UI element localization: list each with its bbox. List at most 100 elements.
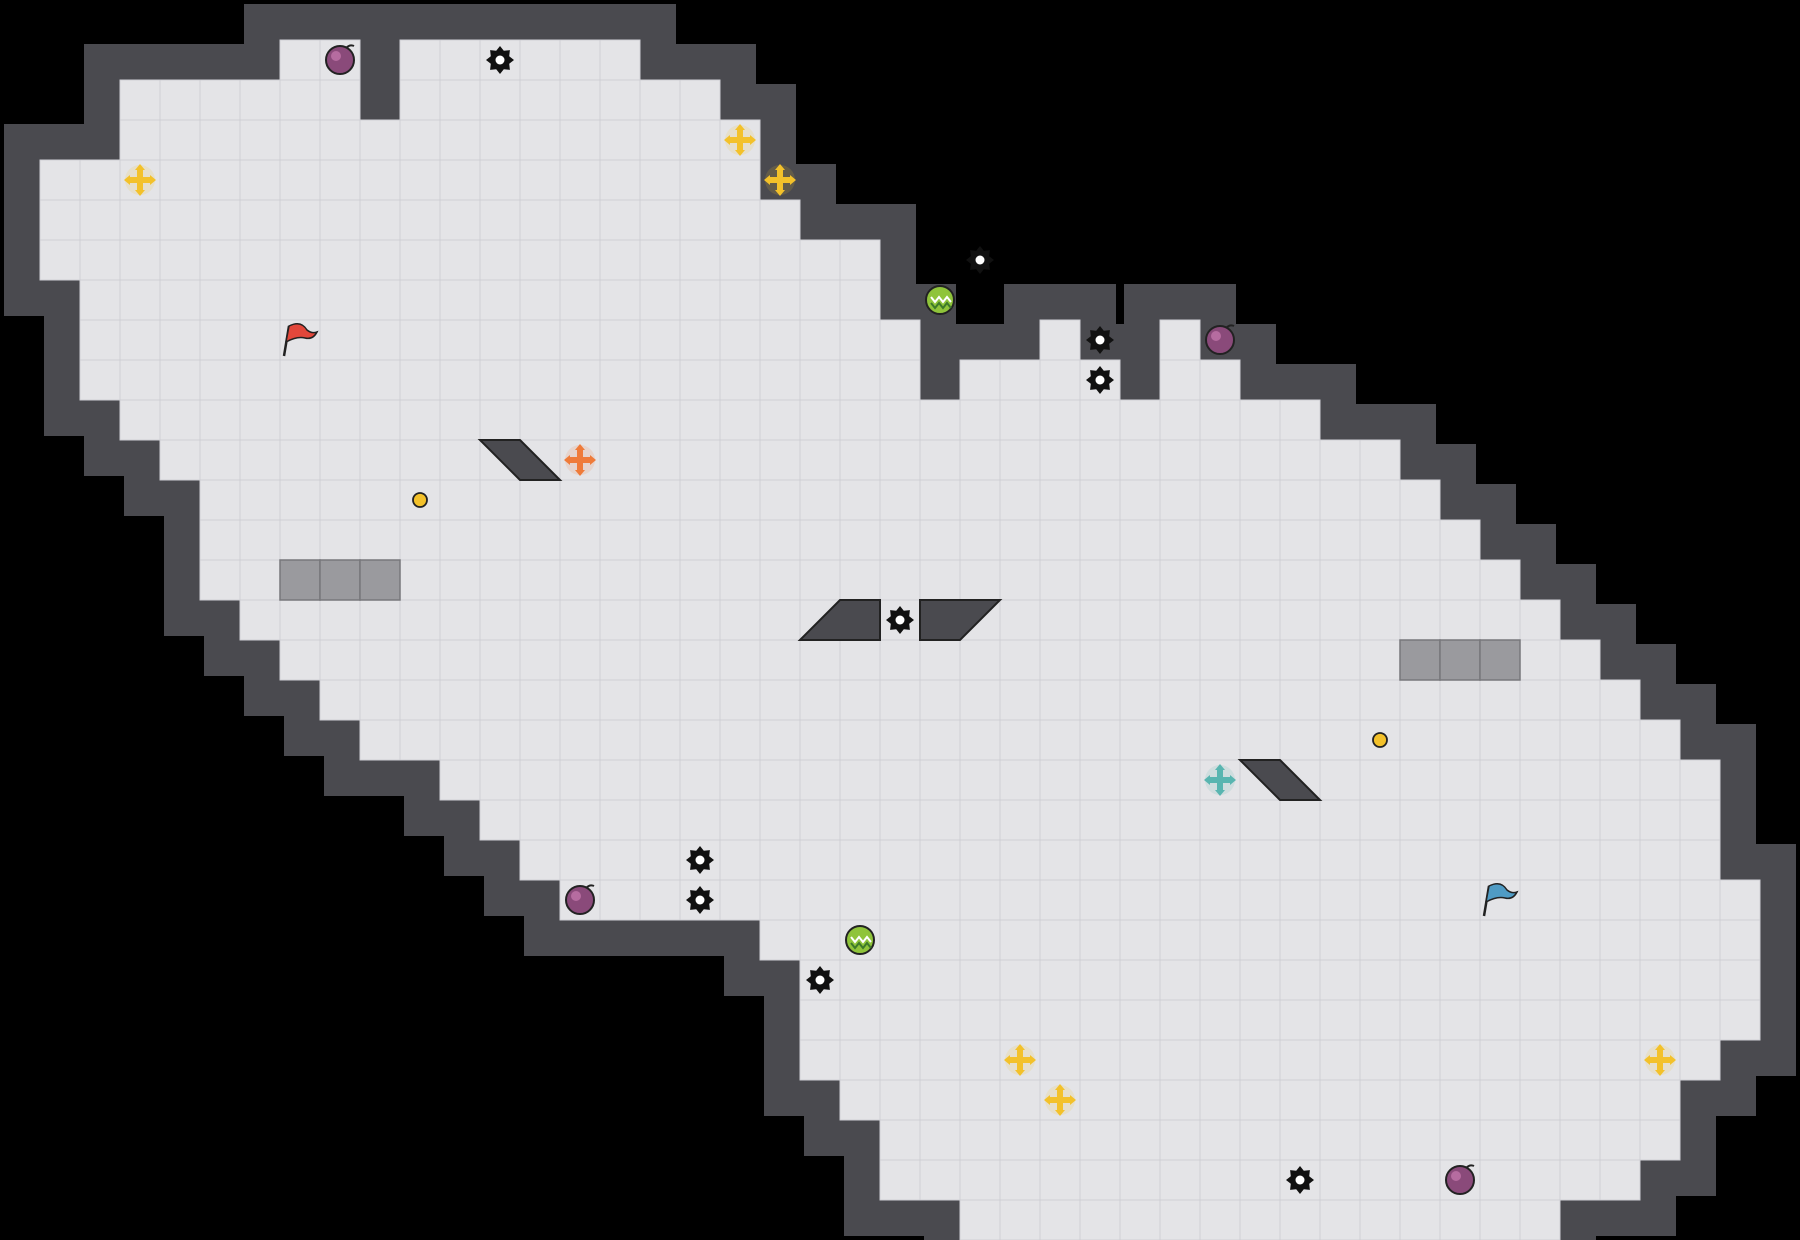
floor-tile [1359, 1079, 1401, 1121]
floor-tile [399, 559, 441, 601]
floor-tile [1279, 1119, 1321, 1161]
spike-icon[interactable] [966, 246, 994, 274]
floor-tile [679, 639, 721, 681]
floor-tile [1119, 1159, 1161, 1201]
powerup-icon[interactable] [1004, 1044, 1036, 1076]
floor-tile [1239, 639, 1281, 681]
floor-tile [1279, 679, 1321, 721]
floor-tile [1399, 599, 1441, 641]
red-flag-icon[interactable] [282, 323, 319, 357]
spike-icon[interactable] [1286, 1166, 1314, 1194]
powerup-icon[interactable] [764, 164, 796, 196]
floor-tile [359, 359, 401, 401]
bomb-icon[interactable] [1205, 324, 1235, 355]
floor-tile [759, 879, 801, 921]
powerup-icon[interactable] [1204, 764, 1236, 796]
floor-tile [1159, 919, 1201, 961]
floor-tile [1079, 879, 1121, 921]
floor-tile [439, 439, 481, 481]
floor-tile [559, 359, 601, 401]
floor-tile [1359, 959, 1401, 1001]
floor-tile [399, 199, 441, 241]
floor-tile [1439, 719, 1481, 761]
floor-tile [1039, 399, 1081, 441]
powerup-icon[interactable] [724, 124, 756, 156]
floor-tile [839, 1039, 881, 1081]
floor-tile [679, 319, 721, 361]
floor-tile [319, 159, 361, 201]
spike-icon[interactable] [1086, 366, 1114, 394]
floor-tile [1639, 1119, 1681, 1161]
floor-tile [1119, 879, 1161, 921]
floor-tile [279, 599, 321, 641]
boost-pad-icon[interactable] [925, 285, 955, 315]
floor-tile [359, 239, 401, 281]
floor-tile [1079, 519, 1121, 561]
spike-icon[interactable] [806, 966, 834, 994]
floor-tile [919, 639, 961, 681]
object-layer[interactable] [124, 44, 1676, 1195]
floor-tile [879, 479, 921, 521]
floor-tile [1399, 1119, 1441, 1161]
powerup-icon[interactable] [1644, 1044, 1676, 1076]
floor-tile [279, 79, 321, 121]
floor-tile [559, 319, 601, 361]
floor-tile [719, 879, 761, 921]
floor-tile [959, 559, 1001, 601]
floor-tile [1359, 879, 1401, 921]
spike-icon[interactable] [486, 46, 514, 74]
floor-tile [79, 279, 121, 321]
floor-tile [839, 799, 881, 841]
floor-tile [999, 1079, 1041, 1121]
floor-tile [1239, 799, 1281, 841]
floor-tile [519, 759, 561, 801]
floor-tile [279, 479, 321, 521]
floor-tile [1399, 759, 1441, 801]
bomb-icon[interactable] [1445, 1164, 1475, 1195]
spike-icon[interactable] [686, 846, 714, 874]
floor-tile [599, 839, 641, 881]
spike-icon[interactable] [886, 606, 914, 634]
floor-tile [959, 359, 1001, 401]
floor-tile [719, 839, 761, 881]
powerup-icon[interactable] [124, 164, 156, 196]
floor-tile [1679, 999, 1721, 1041]
floor-tile [1079, 1159, 1121, 1201]
floor-tile [839, 639, 881, 681]
floor-tile [1039, 359, 1081, 401]
floor-tile [1559, 879, 1601, 921]
grate-tile [319, 559, 361, 601]
floor-tile [1239, 479, 1281, 521]
floor-tile [839, 839, 881, 881]
bomb-icon[interactable] [325, 44, 355, 75]
floor-tile [1639, 879, 1681, 921]
floor-tile [119, 319, 161, 361]
blue-flag-icon[interactable] [1482, 883, 1519, 917]
floor-tile [1599, 1039, 1641, 1081]
powerup-icon[interactable] [1044, 1084, 1076, 1116]
floor-tile [479, 79, 521, 121]
bomb-icon[interactable] [565, 884, 595, 915]
floor-tile [639, 279, 681, 321]
powerup-icon[interactable] [564, 444, 596, 476]
floor-tile [999, 679, 1041, 721]
floor-tile [1199, 599, 1241, 641]
boost-pad-icon[interactable] [845, 925, 875, 955]
floor-tile [639, 159, 681, 201]
floor-tile [1159, 1159, 1201, 1201]
floor-tile [359, 519, 401, 561]
floor-tile [1359, 479, 1401, 521]
spike-icon[interactable] [686, 886, 714, 914]
floor-tile [999, 999, 1041, 1041]
spike-icon[interactable] [1086, 326, 1114, 354]
floor-tile [559, 679, 601, 721]
floor-tile [599, 599, 641, 641]
floor-tile [359, 639, 401, 681]
floor-tile [159, 239, 201, 281]
floor-tile [679, 199, 721, 241]
floor-tile [1159, 399, 1201, 441]
floor-tile [999, 639, 1041, 681]
floor-tile [1039, 879, 1081, 921]
floor-tile [439, 519, 481, 561]
